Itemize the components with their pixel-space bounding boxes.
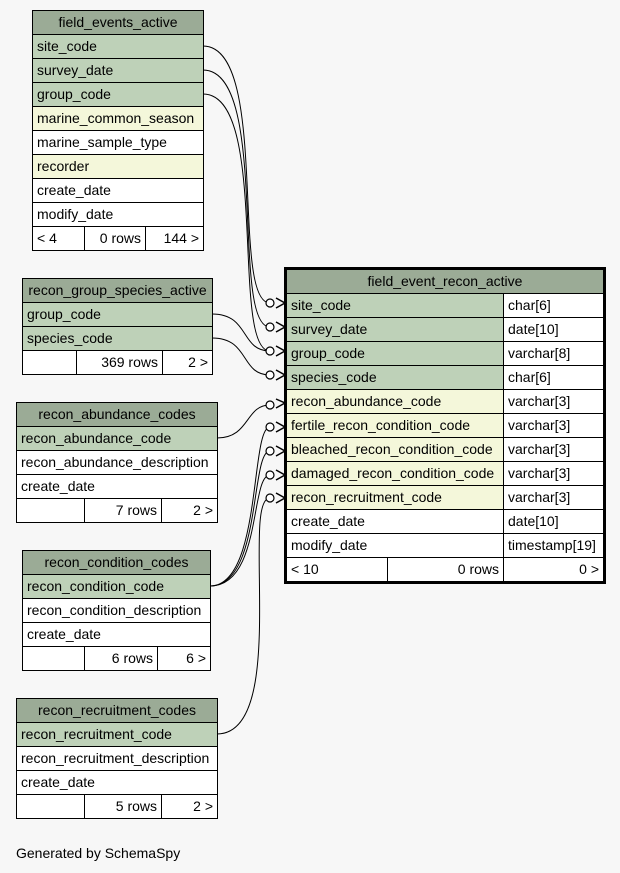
column-type: char[6]	[503, 293, 605, 318]
column-type: varchar[8]	[503, 341, 605, 366]
child-count: 2 >	[160, 498, 219, 523]
column-bleached-recon-condition-code[interactable]: bleached_recon_condition_code	[285, 437, 504, 462]
column-type: char[6]	[503, 365, 605, 390]
table-recon-abundance-codes[interactable]: recon_abundance_codes recon_abundance_co…	[15, 402, 219, 523]
column-group-code[interactable]: group_code	[285, 341, 504, 366]
table-title: field_events_active	[31, 10, 205, 35]
column-site-code[interactable]: site_code	[31, 34, 205, 59]
column-type: varchar[3]	[503, 485, 605, 510]
column-damaged-recon-condition-code[interactable]: damaged_recon_condition_code	[285, 461, 504, 486]
column-survey-date[interactable]: survey_date	[31, 58, 205, 83]
column-recon-recruitment-code[interactable]: recon_recruitment_code	[15, 722, 219, 747]
column-marine-sample-type[interactable]: marine_sample_type	[31, 130, 205, 155]
row-count: 369 rows	[76, 350, 163, 375]
table-field-event-recon-active[interactable]: field_event_recon_active site_code char[…	[284, 267, 606, 584]
child-count: 0 >	[503, 557, 605, 583]
column-type: varchar[3]	[503, 389, 605, 414]
column-create-date[interactable]: create_date	[15, 474, 219, 499]
column-create-date[interactable]: create_date	[31, 178, 205, 203]
parent-count	[16, 794, 85, 819]
generated-by-footer: Generated by SchemaSpy	[16, 845, 181, 861]
column-create-date[interactable]: create_date	[22, 622, 211, 647]
column-recon-abundance-code[interactable]: recon_abundance_code	[285, 389, 504, 414]
child-count: 2 >	[160, 794, 219, 819]
column-create-date[interactable]: create_date	[285, 509, 504, 534]
row-count: 0 rows	[387, 557, 504, 583]
parent-count	[22, 646, 85, 671]
column-recon-recruitment-description[interactable]: recon_recruitment_description	[15, 746, 219, 771]
column-fertile-recon-condition-code[interactable]: fertile_recon_condition_code	[285, 413, 504, 438]
parent-count	[16, 498, 85, 523]
column-modify-date[interactable]: modify_date	[285, 533, 504, 558]
column-group-code[interactable]: group_code	[31, 82, 205, 107]
column-marine-common-season[interactable]: marine_common_season	[31, 106, 205, 131]
column-recon-recruitment-code[interactable]: recon_recruitment_code	[285, 485, 504, 510]
table-title: recon_recruitment_codes	[15, 698, 219, 723]
column-type: date[10]	[503, 317, 605, 342]
column-type: varchar[3]	[503, 413, 605, 438]
row-count: 5 rows	[84, 794, 162, 819]
child-count: 6 >	[157, 646, 211, 671]
row-count: 7 rows	[84, 498, 162, 523]
table-title: recon_abundance_codes	[15, 402, 219, 427]
column-type: varchar[3]	[503, 461, 605, 486]
parent-count	[22, 350, 77, 375]
table-recon-group-species-active[interactable]: recon_group_species_active group_code sp…	[21, 278, 214, 375]
column-site-code[interactable]: site_code	[285, 293, 504, 318]
column-recon-abundance-code[interactable]: recon_abundance_code	[15, 426, 219, 451]
column-modify-date[interactable]: modify_date	[31, 202, 205, 227]
table-title: recon_condition_codes	[22, 550, 211, 575]
table-recon-recruitment-codes[interactable]: recon_recruitment_codes recon_recruitmen…	[15, 698, 219, 819]
row-count: 0 rows	[84, 226, 146, 251]
column-species-code[interactable]: species_code	[285, 365, 504, 390]
column-group-code[interactable]: group_code	[21, 302, 214, 327]
table-title: field_event_recon_active	[285, 268, 605, 294]
child-count: 2 >	[161, 350, 214, 375]
column-type: date[10]	[503, 509, 605, 534]
child-count: 144 >	[144, 226, 205, 251]
row-count: 6 rows	[84, 646, 158, 671]
parent-count: < 4	[32, 226, 85, 251]
column-recon-abundance-description[interactable]: recon_abundance_description	[15, 450, 219, 475]
table-recon-condition-codes[interactable]: recon_condition_codes recon_condition_co…	[22, 550, 211, 671]
column-create-date[interactable]: create_date	[15, 770, 219, 795]
column-recon-condition-code[interactable]: recon_condition_code	[22, 574, 211, 599]
column-type: varchar[3]	[503, 437, 605, 462]
column-type: timestamp[19]	[503, 533, 605, 558]
column-survey-date[interactable]: survey_date	[285, 317, 504, 342]
table-field-events-active[interactable]: field_events_active site_code survey_dat…	[31, 10, 205, 251]
column-recorder[interactable]: recorder	[31, 154, 205, 179]
table-title: recon_group_species_active	[21, 278, 214, 303]
column-species-code[interactable]: species_code	[21, 326, 214, 351]
parent-count: < 10	[285, 557, 388, 583]
column-recon-condition-description[interactable]: recon_condition_description	[22, 598, 211, 623]
